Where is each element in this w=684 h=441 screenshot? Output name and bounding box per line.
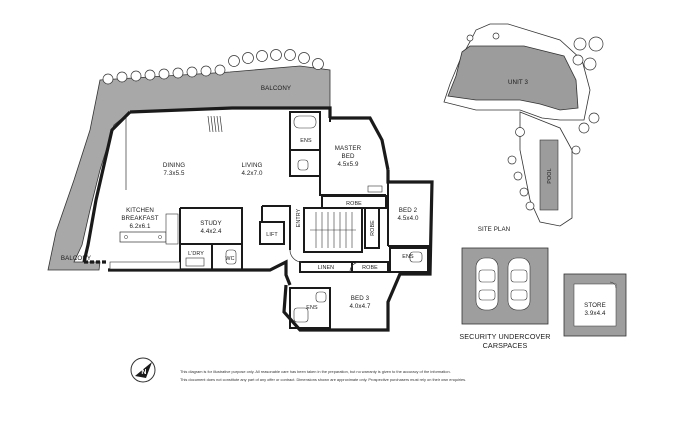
carspaces: SECURITY UNDERCOVER CARSPACES (459, 247, 551, 350)
living-dimensions: 4.2x7.0 (242, 170, 263, 177)
bed3-robe-label: ROBE (362, 265, 378, 271)
unit-3-label: UNIT 3 (508, 79, 529, 86)
carspaces-line1: SECURITY UNDERCOVER (459, 332, 550, 341)
store-label: STORE (584, 302, 606, 309)
balcony-top-label: BALCONY (261, 85, 291, 92)
master-ens-label: ENS (300, 138, 312, 144)
study-label: STUDY (200, 220, 221, 227)
bed3-ens-label: ENS (306, 305, 318, 311)
balcony-planters (102, 49, 324, 85)
disclaimer-line-2: This document does not constitute any pa… (180, 377, 466, 382)
bed2-ens-label: ENS (402, 254, 414, 260)
carspaces-line2: CARSPACES (483, 341, 528, 350)
fixtures (185, 115, 423, 323)
balcony-left-label: BALCONY (61, 255, 91, 262)
pool (539, 139, 559, 211)
linen-label: LINEN (318, 265, 334, 271)
bed2-label: BED 2 (399, 207, 418, 214)
site-plan: UNIT 3 POOL SITE PLAN (443, 23, 604, 233)
kitchen-dimensions: 6.2x6.1 (130, 223, 151, 230)
main-walls (82, 106, 434, 332)
kitchen-label: KITCHEN (126, 207, 154, 214)
study-dimensions: 4.4x2.4 (201, 228, 222, 235)
north-arrow: N (130, 357, 156, 383)
disclaimer-line-1: This diagram is for illustrative purpose… (180, 369, 451, 374)
dining-label: DINING (163, 162, 185, 169)
openings (125, 115, 361, 273)
pool-label: POOL (547, 168, 553, 183)
north-label: N (141, 369, 146, 376)
living-label: LIVING (242, 162, 263, 169)
kitchen-counters (109, 213, 181, 270)
store: STORE 3.9x4.4 (563, 273, 627, 337)
lift-label: LIFT (266, 232, 278, 238)
entry-label: ENTRY (296, 208, 302, 227)
site-plan-title: SITE PLAN (478, 226, 511, 233)
master-bed-dimensions: 4.5x5.9 (338, 161, 359, 168)
balcony-area (47, 65, 331, 271)
bed3-dimensions: 4.0x4.7 (350, 303, 371, 310)
master-bed-label-2: BED (341, 153, 354, 160)
laundry-label: L'DRY (188, 251, 204, 257)
store-dimensions: 3.9x4.4 (585, 310, 606, 317)
breakfast-label: BREAKFAST (121, 215, 158, 222)
bed3-label: BED 3 (351, 295, 370, 302)
disclaimer: This diagram is for illustrative purpose… (180, 369, 466, 382)
unit-3-block (447, 45, 579, 111)
master-bed-label: MASTER (335, 145, 362, 152)
master-robe-label: ROBE (346, 201, 362, 207)
dining-dimensions: 7.3x5.5 (164, 170, 185, 177)
bed2-dimensions: 4.5x4.0 (398, 215, 419, 222)
side-robe-label: ROBE (370, 220, 376, 236)
wc-label: WC (225, 256, 234, 262)
room-labels: BALCONY BALCONY DINING 7.3x5.5 LIVING 4.… (61, 85, 419, 311)
